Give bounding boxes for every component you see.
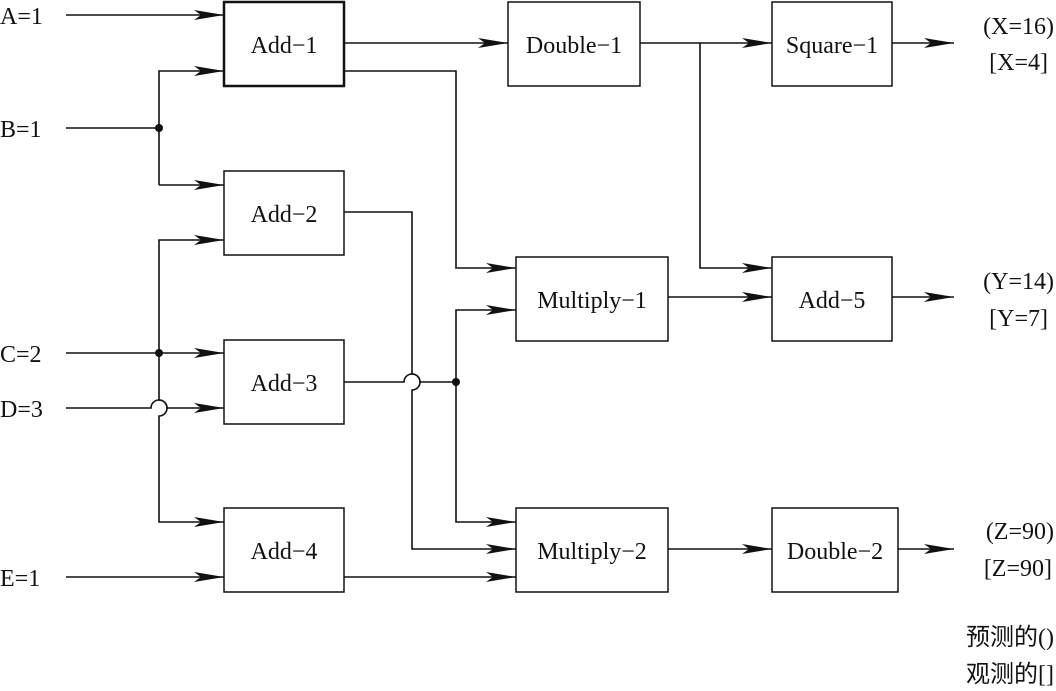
block-square-1-label: Square−1 <box>786 33 878 59</box>
legend-observed: 观测的[] <box>966 661 1054 688</box>
input-c-label: C=2 <box>0 342 42 368</box>
junction-c <box>155 349 163 357</box>
input-a-label: A=1 <box>0 4 43 30</box>
input-b-label: B=1 <box>0 117 42 143</box>
block-double-1: Double−1 <box>507 1 641 87</box>
block-multiply-1: Multiply−1 <box>515 256 669 342</box>
wire-c-to-add-2 <box>158 235 224 353</box>
block-add-4-label: Add−4 <box>251 539 318 565</box>
block-add-5: Add−5 <box>771 256 893 342</box>
wire-double-1-to-add-5 <box>699 43 772 273</box>
output-x-observed: [X=4] <box>989 50 1048 76</box>
wire-add-1-to-multiply-1 <box>344 70 516 273</box>
block-multiply-1-label: Multiply−1 <box>537 288 647 314</box>
block-add-3-label: Add−3 <box>251 371 318 397</box>
wire-add-3-output <box>344 373 456 383</box>
block-square-1: Square−1 <box>771 1 893 87</box>
wires <box>66 10 954 582</box>
wire-add-3-to-multiply-2 <box>455 382 516 527</box>
input-e-label: E=1 <box>0 566 40 592</box>
block-add-4: Add−4 <box>223 507 345 593</box>
wire-b-to-add-1 <box>158 66 224 185</box>
block-double-2: Double−2 <box>771 507 899 593</box>
junction-b <box>155 124 163 132</box>
wire-add-3-to-multiply-1 <box>455 305 516 382</box>
block-multiply-2: Multiply−2 <box>515 507 669 593</box>
output-y-observed: [Y=7] <box>989 306 1048 332</box>
block-add-1: Add−1 <box>222 0 346 88</box>
wire-c-to-add-4 <box>158 353 224 527</box>
output-y-predicted: (Y=14) <box>983 269 1054 295</box>
block-double-1-label: Double−1 <box>526 33 622 59</box>
wire-add-2-to-multiply-2 <box>344 211 516 554</box>
output-z-observed: [Z=90] <box>984 556 1052 582</box>
input-d-label: D=3 <box>0 397 43 423</box>
block-double-2-label: Double−2 <box>787 539 883 565</box>
block-add-5-label: Add−5 <box>799 288 866 314</box>
block-add-3: Add−3 <box>223 339 345 425</box>
legend-predicted: 预测的() <box>966 624 1054 651</box>
output-z-predicted: (Z=90) <box>986 519 1054 545</box>
block-add-2: Add−2 <box>223 170 345 256</box>
block-add-1-label: Add−1 <box>251 33 318 59</box>
junction-add-3 <box>452 378 460 386</box>
output-x-predicted: (X=16) <box>983 14 1054 40</box>
block-multiply-2-label: Multiply−2 <box>537 539 647 565</box>
block-add-2-label: Add−2 <box>251 202 318 228</box>
junctions <box>155 124 460 386</box>
wire-d-to-add-3 <box>66 399 224 413</box>
